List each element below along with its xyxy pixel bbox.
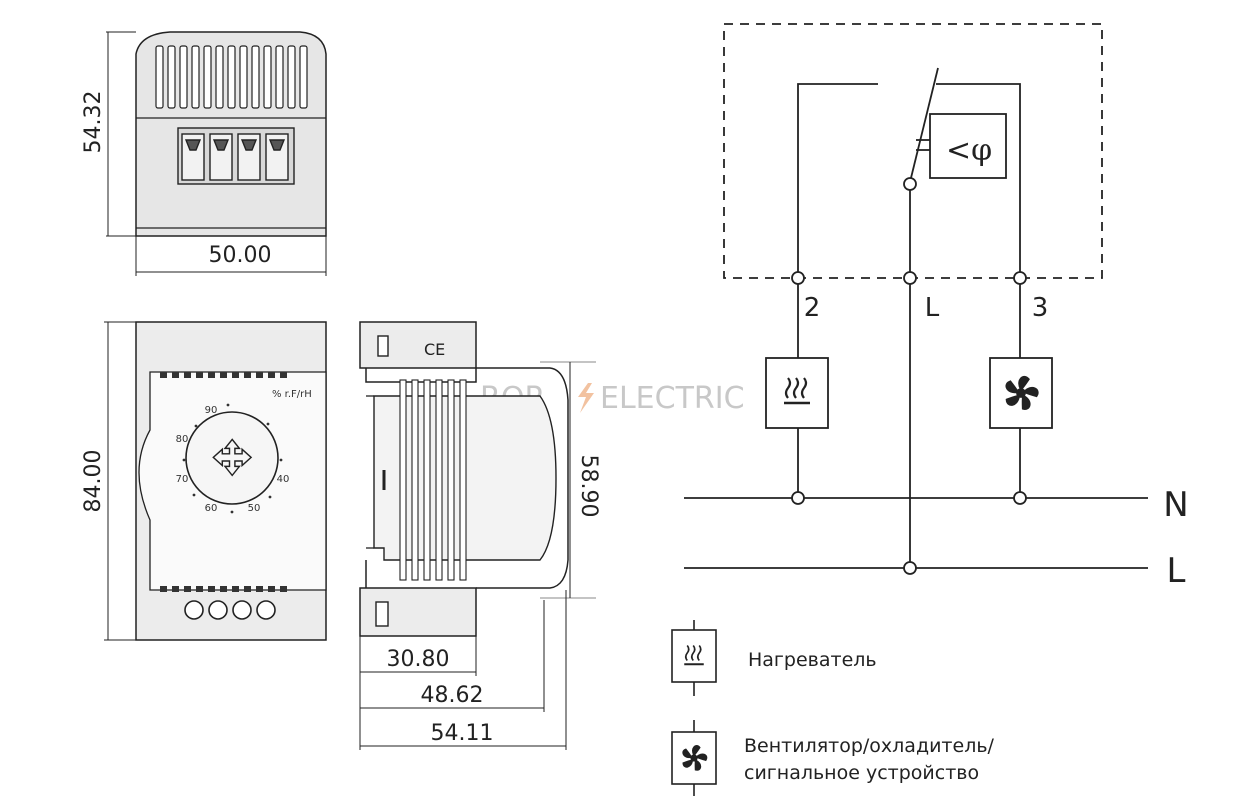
legend	[671, 620, 717, 796]
bus-label-n: N	[1163, 485, 1188, 525]
side-view: CE 58.90 30.80 48.62 54.11	[359, 321, 601, 750]
dim-depth-3: 54.11	[431, 721, 494, 746]
dim-top-height: 54.32	[81, 91, 106, 154]
watermark: ROP ELECTRIC	[480, 381, 745, 416]
legend-fan-box	[671, 731, 717, 785]
dim-side-height: 58.90	[576, 455, 601, 518]
legend-fan-label-line2: сигнальное устройство	[744, 762, 979, 784]
heater-box	[765, 357, 829, 429]
switch-contact	[909, 67, 939, 183]
bus-label-l: L	[1167, 551, 1186, 591]
front-view: % r.F/rH 90 80 70 60 50 40 84.00	[81, 321, 327, 641]
side-vent-slots	[399, 379, 467, 581]
legend-heater-box	[671, 629, 717, 683]
hygrostat-box	[929, 113, 1007, 179]
dim-front-height: 84.00	[81, 450, 106, 513]
dial-arrow-icon	[212, 438, 253, 477]
terminal-3: 3	[1032, 293, 1049, 323]
screw-terminals	[184, 600, 276, 620]
setpoint-dial[interactable]	[185, 411, 279, 505]
terminal-block	[177, 127, 295, 185]
unit-label: % r.F/rH	[272, 389, 312, 400]
vent-slots	[155, 45, 308, 109]
ce-mark: CE	[424, 340, 445, 359]
terminal-l: L	[925, 293, 940, 323]
fan-box	[989, 357, 1053, 429]
scale-mark-90: 90	[205, 405, 218, 416]
legend-fan-label-line1: Вентилятор/охладитель/	[744, 735, 995, 757]
scale-mark-80: 80	[176, 434, 189, 445]
scale-mark-70: 70	[176, 474, 189, 485]
front-clips-bottom	[160, 586, 287, 592]
scale-mark-50: 50	[248, 503, 261, 514]
dial-scale: 90 80 70 60 50 40	[176, 403, 290, 514]
scale-mark-60: 60	[205, 503, 218, 514]
front-clips-top	[160, 372, 287, 378]
device-boundary	[723, 23, 1103, 279]
wiring-schematic: <φ	[684, 23, 1148, 575]
top-view: 54.32 50.00	[81, 31, 327, 276]
dim-depth-1: 30.80	[387, 647, 450, 672]
watermark-bolt-icon	[578, 383, 594, 413]
legend-heater-label: Нагреватель	[748, 649, 877, 671]
terminal-2: 2	[804, 293, 821, 323]
hygrostat-symbol: <φ	[946, 133, 992, 168]
watermark-right: ELECTRIC	[600, 381, 745, 416]
dim-depth-2: 48.62	[421, 683, 484, 708]
scale-mark-40: 40	[277, 474, 290, 485]
dim-top-width: 50.00	[209, 243, 272, 268]
